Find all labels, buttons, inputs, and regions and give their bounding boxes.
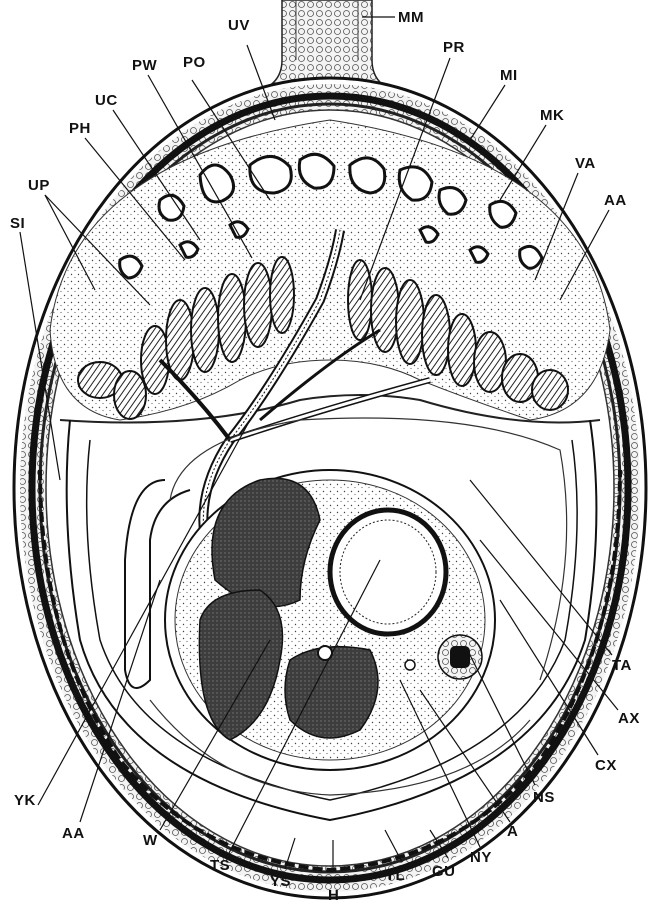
label-aa-bottom: AA bbox=[62, 825, 85, 842]
label-ts: TS bbox=[210, 857, 230, 874]
label-aa-top: AA bbox=[604, 192, 627, 209]
label-uv: UV bbox=[228, 17, 250, 34]
label-ph: PH bbox=[69, 120, 91, 137]
label-si: SI bbox=[10, 215, 25, 232]
label-mk: MK bbox=[540, 107, 564, 124]
label-gu: GU bbox=[432, 863, 456, 880]
label-h: H bbox=[328, 887, 339, 904]
label-cx: CX bbox=[595, 757, 617, 774]
label-yl: YL bbox=[385, 867, 405, 884]
label-uc: UC bbox=[95, 92, 118, 109]
embryo bbox=[165, 470, 495, 770]
label-a: A bbox=[507, 823, 518, 840]
label-yk: YK bbox=[14, 792, 36, 809]
label-ys: YS bbox=[270, 873, 291, 890]
label-ta: TA bbox=[612, 657, 632, 674]
label-mm: MM bbox=[398, 9, 424, 26]
label-w: W bbox=[143, 832, 158, 849]
label-po: PO bbox=[183, 54, 206, 71]
label-ny: NY bbox=[470, 849, 492, 866]
label-up: UP bbox=[28, 177, 50, 194]
label-pw: PW bbox=[132, 57, 158, 74]
label-ns: NS bbox=[533, 789, 555, 806]
label-pr: PR bbox=[443, 39, 465, 56]
label-mi: MI bbox=[500, 67, 518, 84]
label-ax: AX bbox=[618, 710, 640, 727]
label-va: VA bbox=[575, 155, 596, 172]
